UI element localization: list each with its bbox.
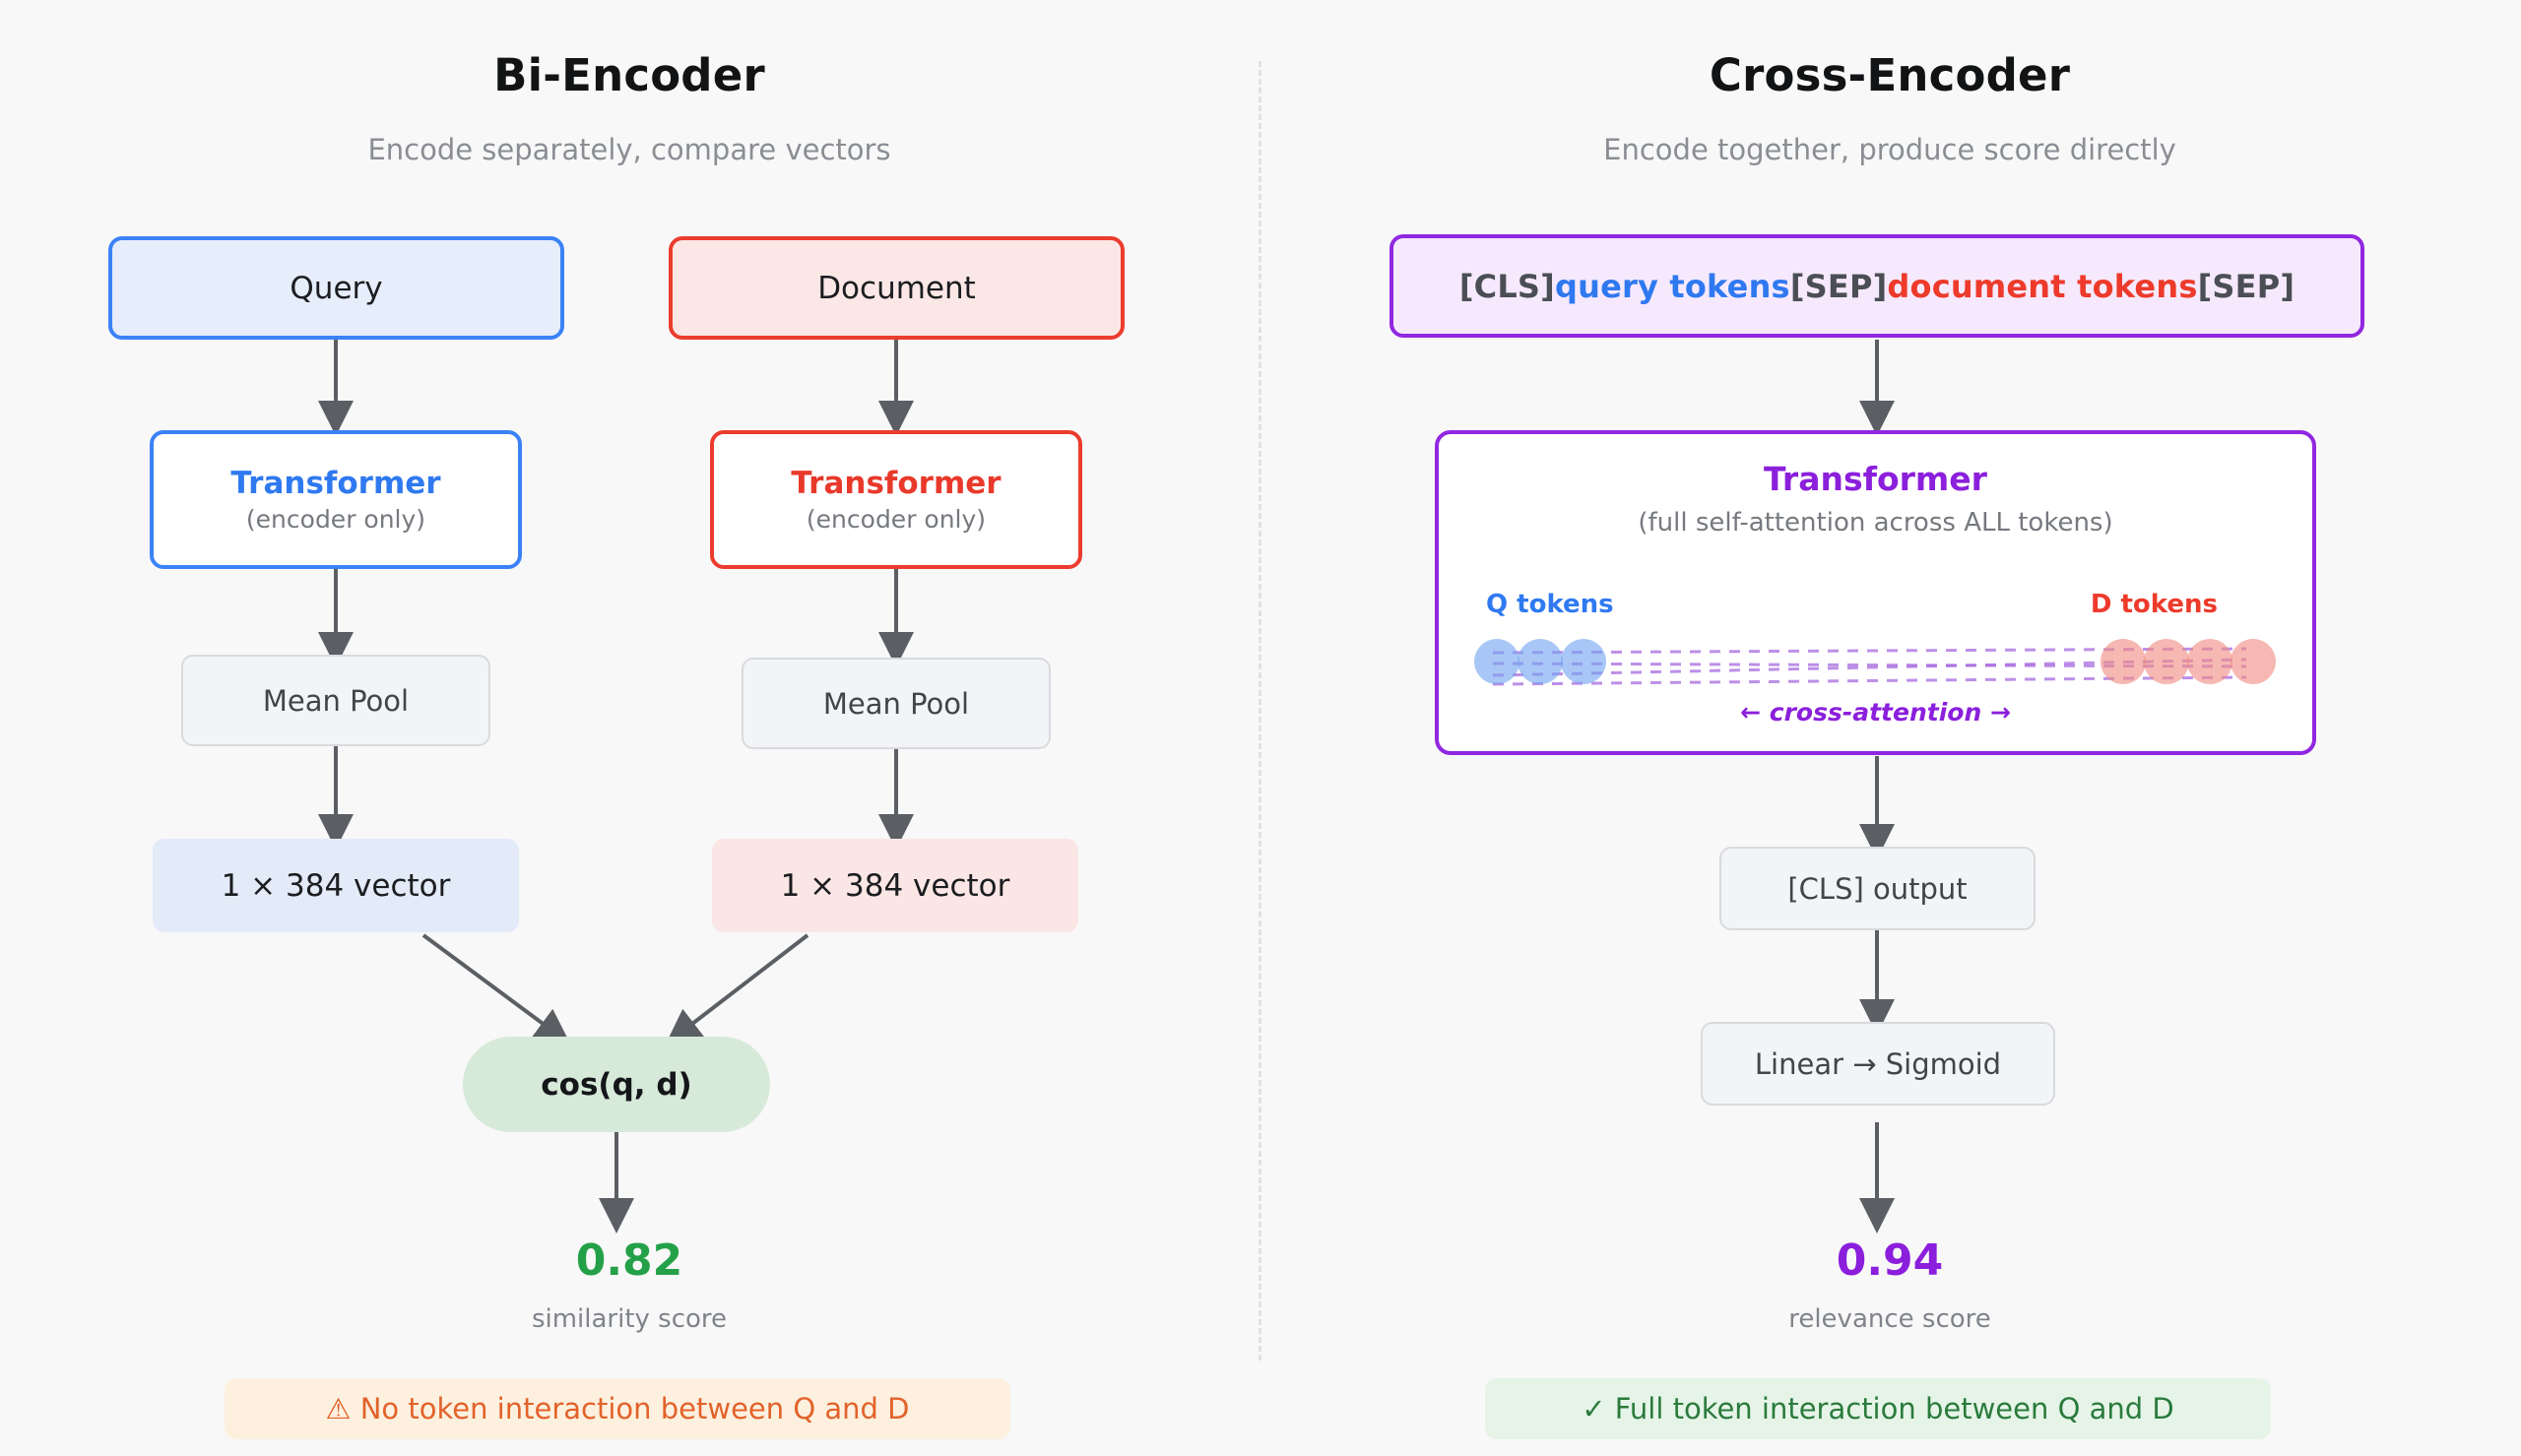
mean-pool-query-box[interactable]: Mean Pool [181,655,490,746]
d-token-circle [2230,639,2276,684]
cross-encoder-subtitle: Encode together, produce score directly [1603,133,2176,166]
sep-token-middle: [SEP] [1789,267,1888,305]
d-tokens-label: D tokens [2090,590,2218,619]
bi-encoder-banner: ⚠ No token interaction between Q and D [225,1378,1010,1439]
cross-transformer-box[interactable]: Transformer (full self-attention across … [1435,430,2316,755]
sep-token-end: [SEP] [2197,267,2295,305]
linear-sigmoid-label: Linear → Sigmoid [1754,1046,2002,1081]
mean-pool-query-label: Mean Pool [262,683,410,718]
q-token-circle [1474,639,1519,684]
bi-encoder-panel: Bi-Encoder Encode separately, compare ve… [0,0,1259,1456]
vector-document-label: 1 × 384 vector [780,867,1010,904]
cross-attention-caption: ← cross-attention → [1740,698,2011,727]
panel-divider [1259,61,1261,1361]
cross-encoder-panel: Cross-Encoder Encode together, produce s… [1259,0,2521,1456]
cls-output-box[interactable]: [CLS] output [1719,847,2036,930]
query-box[interactable]: Query [108,236,564,340]
cls-token-sequence-line: [CLS]query tokens[SEP]document tokens[SE… [1459,268,2295,305]
vector-query-box: 1 × 384 vector [153,839,519,932]
similarity-score-label: similarity score [531,1304,728,1334]
transformer-document-subtitle: (encoder only) [806,505,987,534]
cross-transformer-subtitle: (full self-attention across ALL tokens) [1638,508,2113,538]
cls-open-token: [CLS] [1458,267,1555,305]
cross-encoder-banner: ✓ Full token interaction between Q and D [1485,1378,2271,1439]
cls-output-label: [CLS] output [1787,871,1968,906]
transformer-query-subtitle: (encoder only) [245,505,426,534]
d-token-circle [2144,639,2189,684]
cross-encoder-title: Cross-Encoder [1709,49,2071,101]
q-token-circle [1518,639,1563,684]
q-tokens-label: Q tokens [1486,590,1614,619]
relevance-score-label: relevance score [1788,1304,1991,1334]
document-box[interactable]: Document [669,236,1125,340]
d-token-circle [2187,639,2232,684]
cross-transformer-title: Transformer [1764,460,1987,498]
bi-encoder-subtitle: Encode separately, compare vectors [367,133,891,166]
cross-attention-lines [1492,647,2247,686]
vector-document-box: 1 × 384 vector [712,839,1078,932]
mean-pool-document-box[interactable]: Mean Pool [742,658,1051,749]
query-box-label: Query [290,270,383,306]
query-tokens-text: query tokens [1555,267,1790,305]
d-token-circle [2101,639,2146,684]
document-tokens-text: document tokens [1887,267,2198,305]
transformer-query-title: Transformer [230,466,441,501]
cosine-similarity-node[interactable]: cos(q, d) [463,1037,770,1132]
transformer-query-box[interactable]: Transformer (encoder only) [150,430,522,569]
transformer-document-title: Transformer [791,466,1002,501]
mean-pool-document-label: Mean Pool [822,686,970,721]
vector-query-label: 1 × 384 vector [221,867,451,904]
q-token-circle [1561,639,1606,684]
linear-sigmoid-box[interactable]: Linear → Sigmoid [1701,1022,2055,1106]
similarity-score-value: 0.82 [575,1235,683,1286]
document-box-label: Document [817,270,976,306]
cosine-similarity-label: cos(q, d) [541,1066,692,1103]
bi-encoder-title: Bi-Encoder [493,49,765,101]
cls-token-sequence-box[interactable]: [CLS]query tokens[SEP]document tokens[SE… [1390,234,2364,338]
transformer-document-box[interactable]: Transformer (encoder only) [710,430,1082,569]
relevance-score-value: 0.94 [1836,1235,1944,1286]
